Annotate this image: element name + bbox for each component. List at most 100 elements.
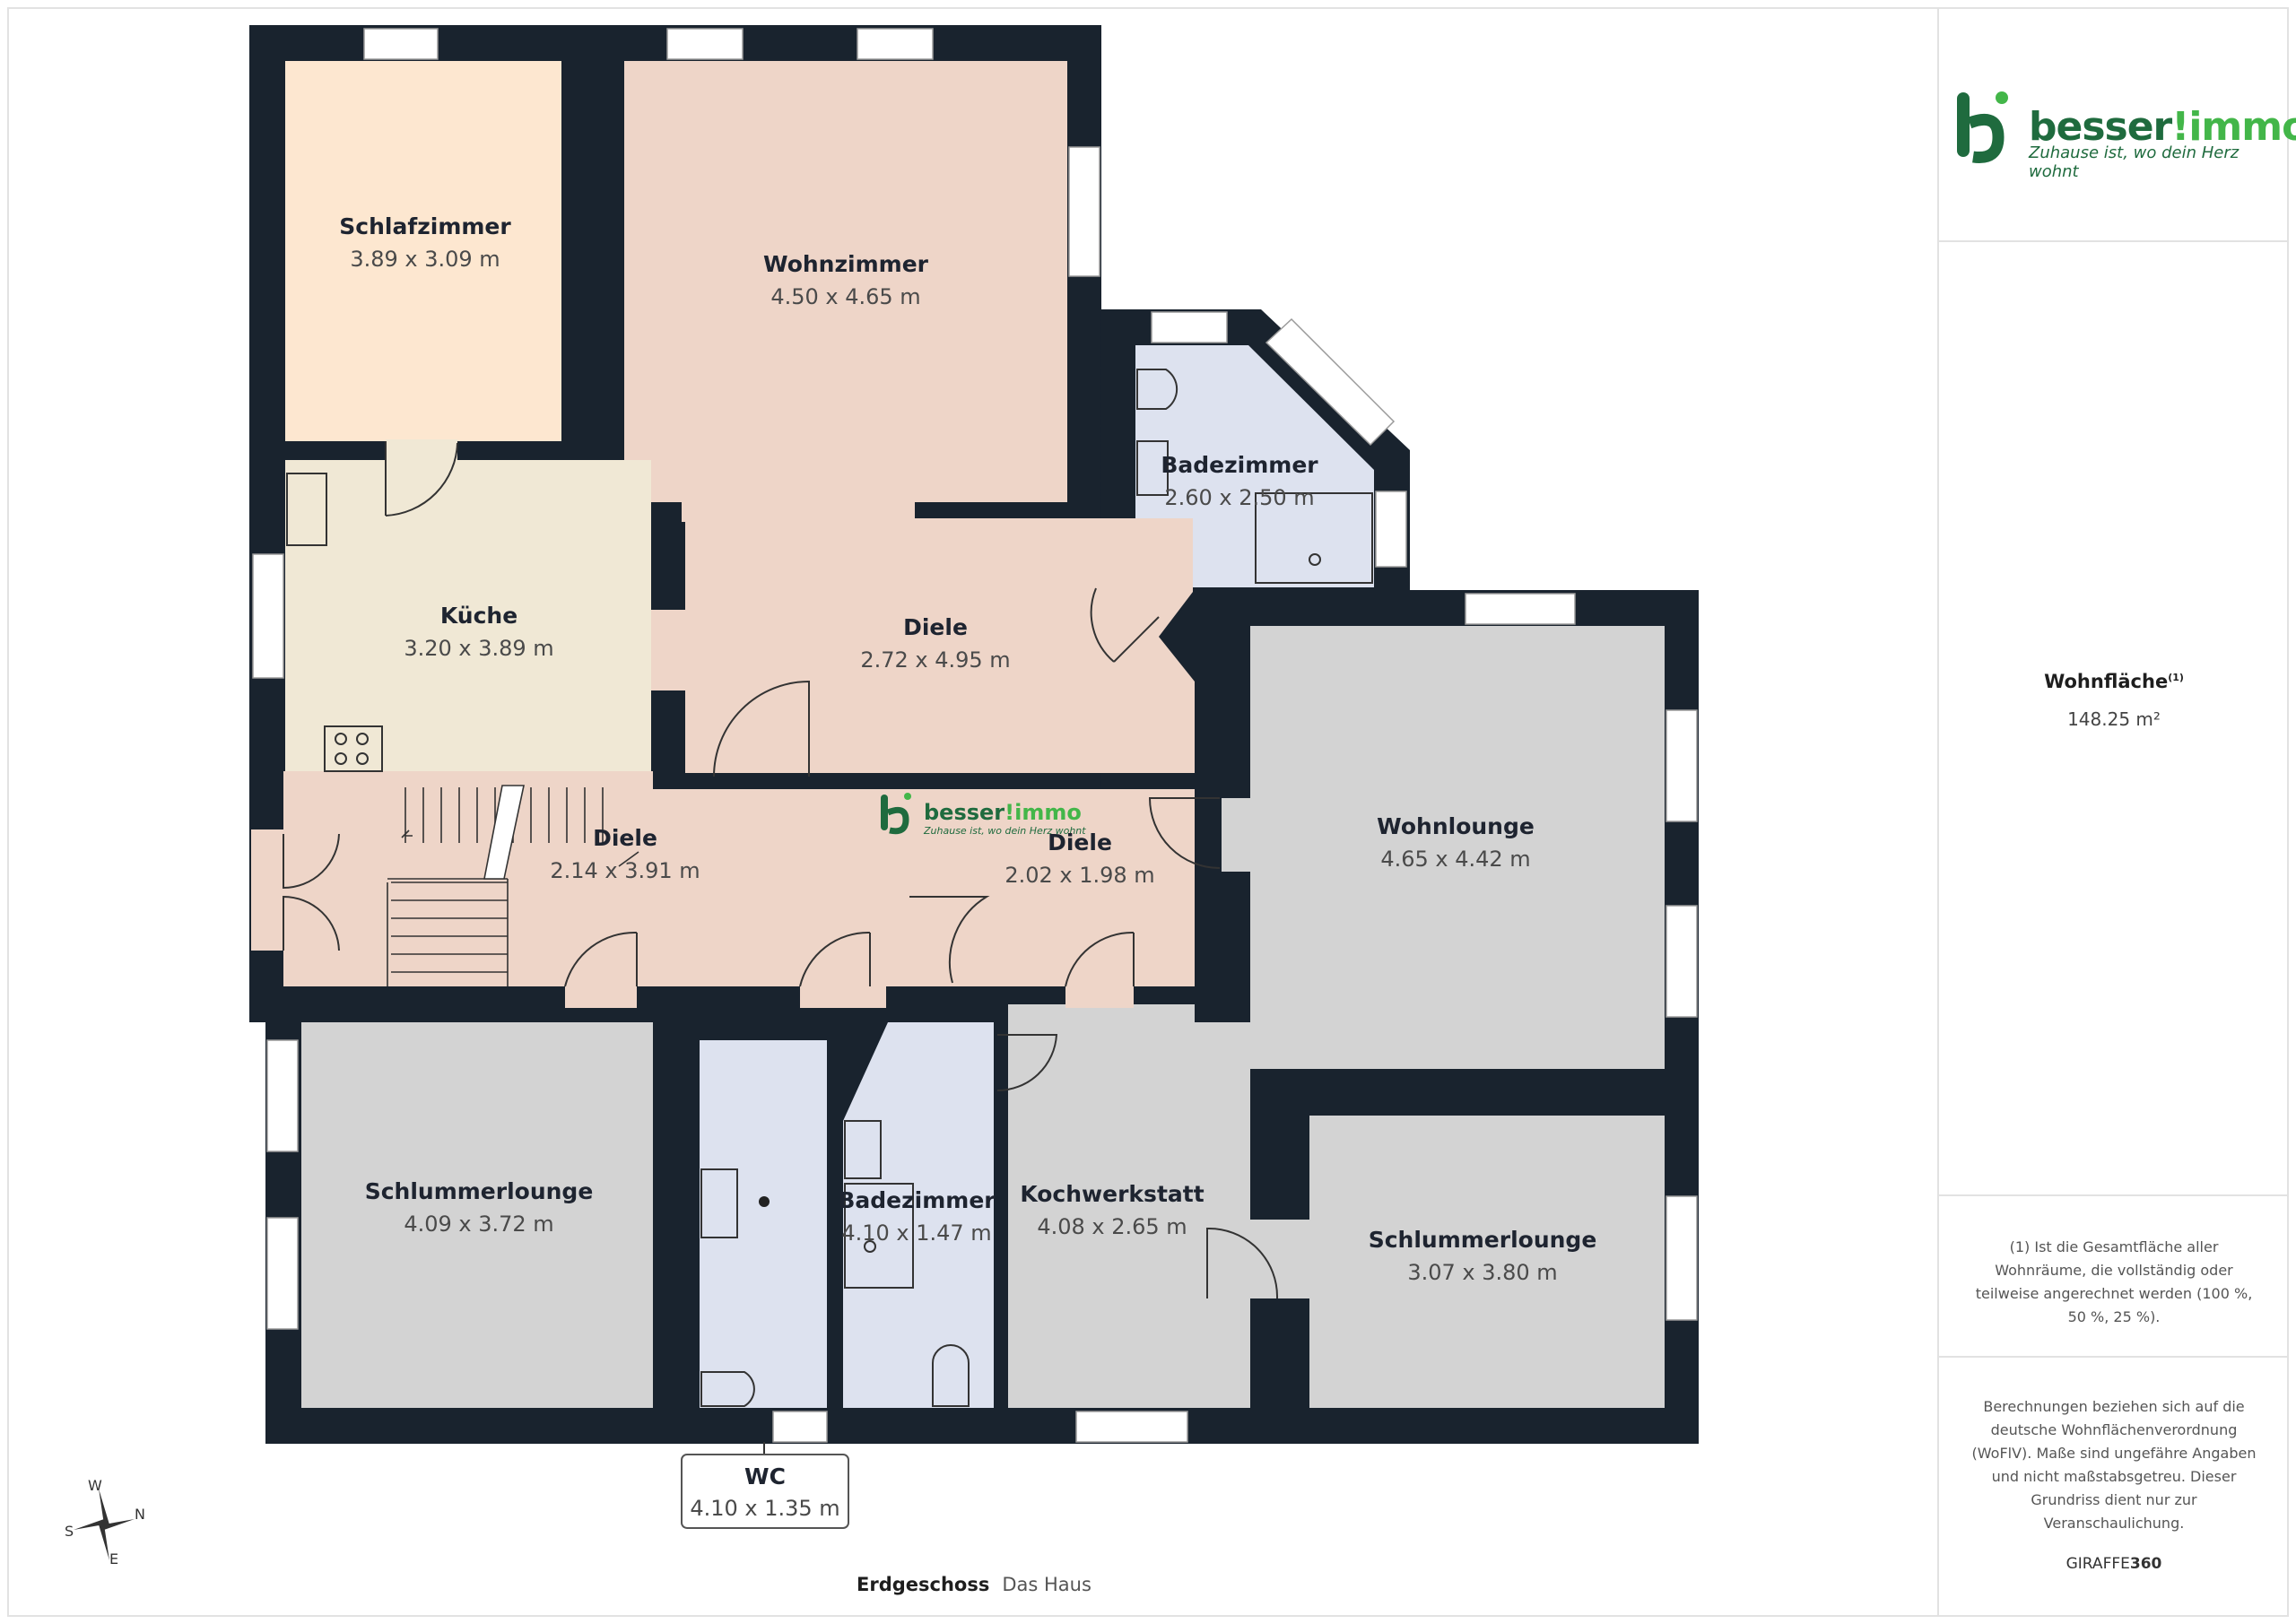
wc-drain-icon [759,1196,770,1207]
label-schlummerlounge-1: Schlummerlounge [365,1178,594,1204]
room-schlafzimmer [285,61,561,441]
window [1665,1195,1698,1321]
window [1075,1411,1188,1443]
room-badezimmer-1 [1135,345,1374,587]
door-schlafzimmer [385,441,458,517]
room-schlummerlounge-2 [1309,1116,1665,1408]
watermark-brand: besser!immo [924,800,1082,825]
watermark-tagline: Zuhause ist, wo dein Herz wohnt [923,825,1086,837]
door-schlummer-1 [564,931,638,987]
opening-kueche-south [283,771,653,793]
room-wohnzimmer [624,61,1067,502]
disclaimer-section: Berechnungen beziehen sich auf die deuts… [1939,1358,2289,1615]
room-kueche [285,460,651,772]
window [1465,593,1576,625]
compass-south: S [65,1523,74,1540]
dims-diele-2: 2.14 x 3.91 m [550,858,700,883]
compass-west: W [88,1477,102,1494]
door-wohnlounge [1148,797,1221,869]
building-name: Das Haus [1002,1574,1091,1595]
window [266,1217,299,1330]
area-value: 148.25 m² [2067,708,2161,730]
dims-badezimmer-1: 2.60 x 2.50 m [1164,485,1314,510]
room-wohnlounge-opening [1222,798,1252,872]
window [363,28,439,60]
area-section: Wohnfläche(1) 148.25 m² [1939,242,2289,1196]
room-badezimmer-2 [843,1022,994,1408]
window [1151,311,1228,343]
room-kochwerkstatt [1008,1022,1250,1408]
label-schlummerlounge-2: Schlummerlounge [1369,1227,1597,1253]
dims-badezimmer-2: 4.10 x 1.47 m [841,1220,991,1246]
room-wc [700,1040,827,1408]
label-wc: WC [744,1463,786,1489]
dims-schlummerlounge-2: 3.07 x 3.80 m [1407,1260,1557,1285]
room-diele-1-lower [685,682,813,773]
opening-wc [800,985,886,1008]
compass-north: N [135,1506,145,1523]
door-badezimmer-2 [996,1034,1058,1092]
label-diele-3: Diele [1048,829,1112,855]
washbasin-icon [700,1168,738,1238]
toilet-icon [700,1371,755,1407]
dims-wohnlounge: 4.65 x 4.42 m [1380,847,1530,872]
door-diele-3 [909,896,990,984]
room-schlummerlounge-2-opening [1250,1220,1313,1298]
opening-wohnzimmer [682,499,915,522]
footnote-text: (1) Ist die Gesamtfläche aller Wohnräume… [1975,1238,2253,1325]
room-wohnlounge [1250,626,1665,1069]
room-schlummerlounge-1 [301,1022,653,1408]
disclaimer-text: Berechnungen beziehen sich auf die deuts… [1971,1398,2257,1532]
label-wohnlounge: Wohnlounge [1377,813,1535,839]
door-kochwerkstatt [1065,931,1135,987]
stove-icon [324,725,383,772]
dims-kueche: 3.20 x 3.89 m [404,636,553,661]
opening-schlafzimmer [386,439,457,463]
dims-schlafzimmer: 3.89 x 3.09 m [350,247,500,272]
window [772,1411,828,1443]
room-diele-3 [987,789,1195,986]
dims-diele-1: 2.72 x 4.95 m [860,647,1010,673]
shower-icon [844,1183,914,1289]
door-schlummer-2 [1206,1227,1279,1299]
opening-schlummer-1 [565,985,637,1008]
entrance [251,829,283,951]
brand-logo-icon [1957,91,2008,164]
footnote-section: (1) Ist die Gesamtfläche aller Wohnräume… [1939,1196,2289,1358]
window [1665,905,1698,1018]
label-wohnzimmer: Wohnzimmer [763,251,929,277]
door-wc [799,931,871,987]
window [252,553,284,679]
dims-diele-3: 2.02 x 1.98 m [1004,863,1154,888]
dims-wc: 4.10 x 1.35 m [690,1496,839,1521]
window [666,28,744,60]
window [857,28,934,60]
wc-callout: WC 4.10 x 1.35 m [681,1442,849,1529]
shower-icon [1255,492,1373,584]
toilet-icon [1136,369,1178,410]
opening-kueche-diele [651,610,687,690]
floor-plan: besser!immo Zuhause ist, wo dein Herz wo… [65,25,1699,1568]
door-badezimmer-1 [1090,587,1160,663]
window [1665,709,1698,822]
toilet-icon [932,1344,970,1407]
opening-kochwerkstatt [1065,985,1134,1008]
logo-section: besser!immo Zuhause ist, wo dein Herz wo… [1939,9,2296,242]
dims-schlummerlounge-1: 4.09 x 3.72 m [404,1211,553,1237]
washbasin-icon [1136,440,1169,496]
compass-icon: W N S E [65,1477,145,1568]
compass-east: E [109,1550,118,1568]
label-kochwerkstatt: Kochwerkstatt [1020,1181,1204,1207]
brand-name: besser!immo [2029,104,2296,150]
credit: GIRAFFE360 [2066,1555,2162,1573]
bath-fixtures [700,369,1373,1407]
watermark-logo: besser!immo Zuhause ist, wo dein Herz wo… [881,793,1086,837]
label-badezimmer-1: Badezimmer [1161,452,1318,478]
kitchen-fixtures [286,473,383,772]
dims-kochwerkstatt: 4.08 x 2.65 m [1037,1214,1187,1239]
info-panel: besser!immo Zuhause ist, wo dein Herz wo… [1937,9,2296,1615]
page-frame [7,7,2289,1617]
label-diele-1: Diele [903,614,968,640]
